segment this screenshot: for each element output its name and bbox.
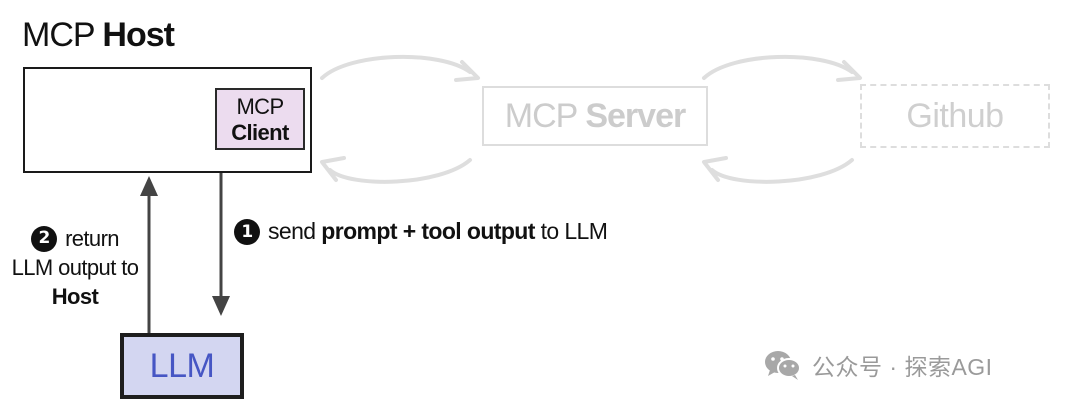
watermark: 公众号 · 探索AGI	[764, 348, 993, 382]
server-label-prefix: MCP	[504, 96, 579, 135]
llm-box: LLM	[120, 333, 244, 399]
step2-line3: Host	[51, 284, 99, 309]
arrow-llm-to-host	[140, 176, 158, 334]
client-label-line2: Client	[231, 120, 289, 145]
host-title-bold: Host	[102, 16, 175, 54]
step1-text-b: to LLM	[540, 218, 608, 244]
host-title: MCP Host	[22, 16, 175, 54]
llm-label: LLM	[149, 346, 215, 385]
step1-bold-b: tool output	[421, 218, 535, 244]
client-label-line1: MCP	[236, 94, 284, 119]
server-label-bold: Server	[585, 96, 686, 135]
step1-plus: +	[402, 218, 416, 244]
step1-bold-a: prompt	[321, 218, 397, 244]
github-box: Github	[860, 84, 1050, 148]
mcp-server-box: MCP Server	[482, 86, 708, 146]
github-label: Github	[906, 96, 1004, 135]
step1-label: 1 send prompt + tool output to LLM	[234, 218, 608, 245]
step2-label: 2 return LLM output to Host	[0, 224, 150, 311]
mcp-client-box: MCP Client	[215, 88, 305, 150]
host-server-faded-arrows	[320, 54, 480, 184]
wechat-icon	[765, 351, 801, 380]
step2-line2: LLM output to	[11, 255, 139, 280]
step1-text-a: send	[268, 218, 316, 244]
host-title-prefix: MCP	[22, 16, 95, 54]
step2-line1: return	[65, 226, 119, 251]
server-github-faded-arrows	[702, 54, 862, 184]
step2-number-badge: 2	[31, 225, 58, 252]
arrow-client-to-llm	[212, 170, 230, 316]
watermark-text: 公众号 · 探索AGI	[812, 354, 993, 380]
step1-number-badge: 1	[234, 218, 260, 245]
